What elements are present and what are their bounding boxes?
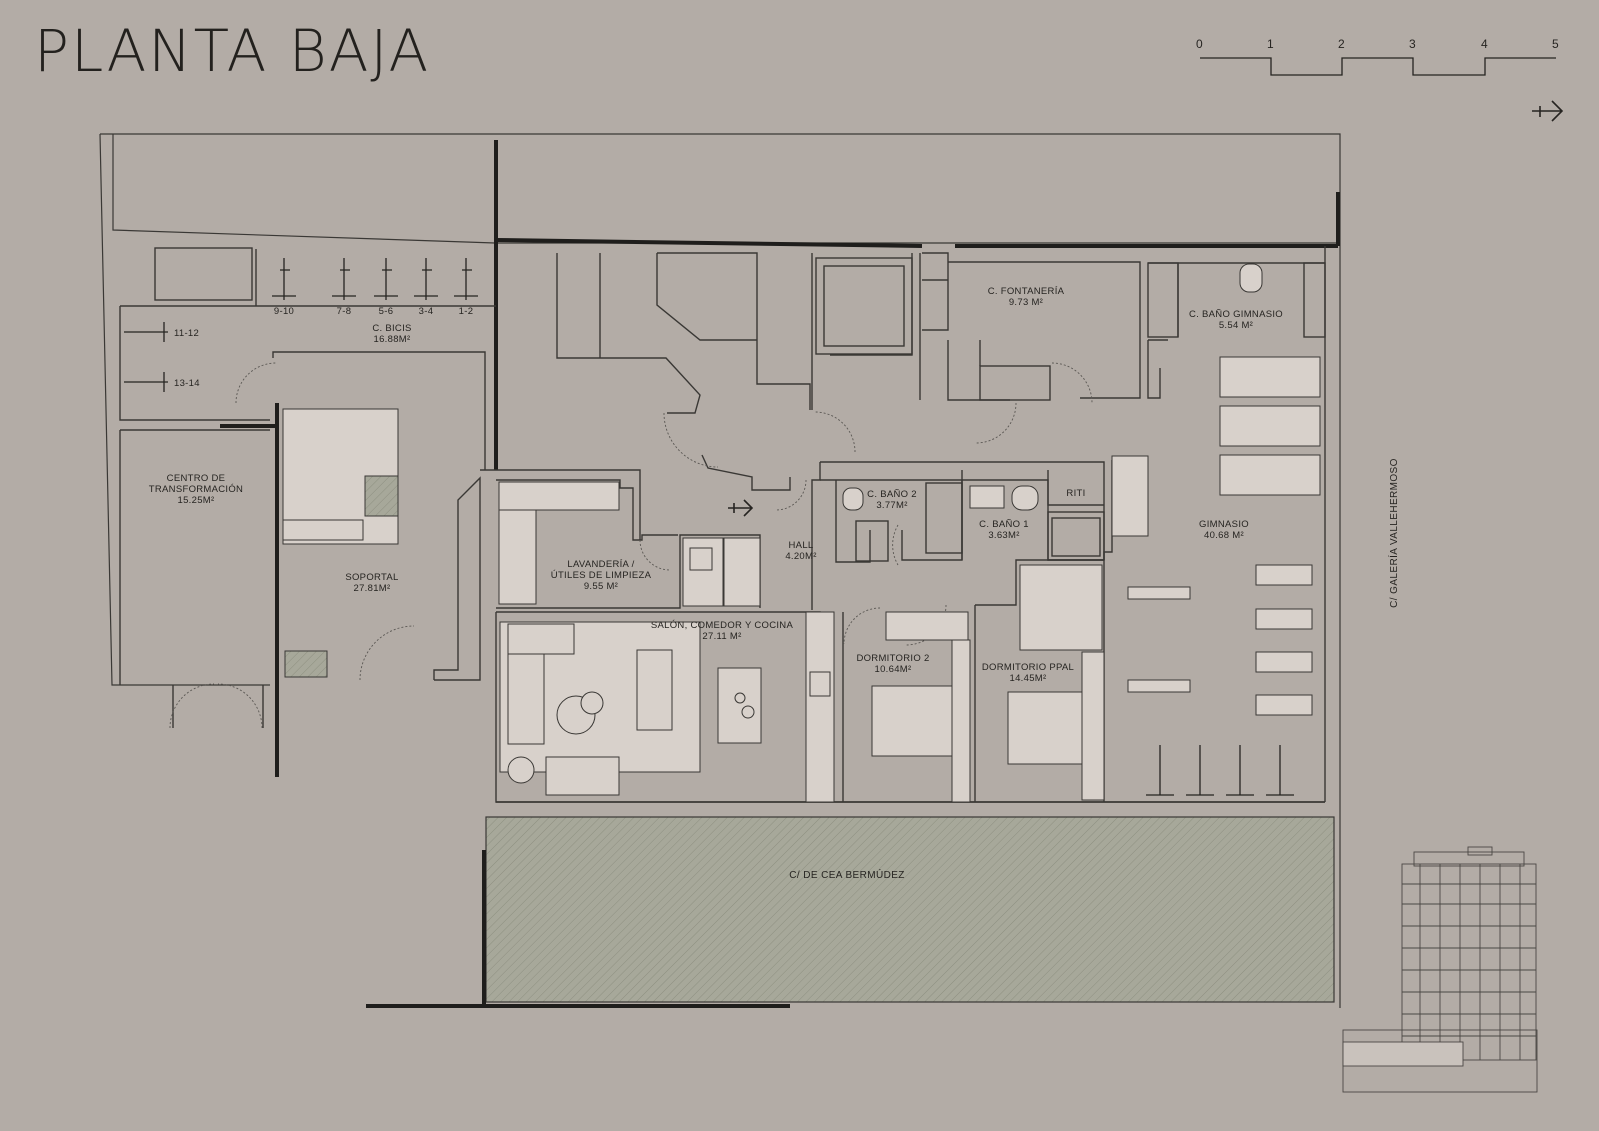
lavanderia-area: 9.55 M² [584, 581, 618, 592]
riti-name: RITI [1066, 488, 1085, 499]
fontaneria-name: C. FONTANERÍA [988, 286, 1065, 297]
structural-walls [220, 140, 1340, 1008]
bano-gimnasio-area: 5.54 M² [1219, 320, 1253, 331]
dormitorio2-area: 10.64M² [875, 664, 912, 675]
bano2-area: 3.77M² [876, 500, 907, 511]
dormitorio-ppal-name: DORMITORIO PPAL [982, 662, 1074, 673]
lavanderia-name-2: ÚTILES DE LIMPIEZA [551, 570, 652, 581]
room-labels: C. BICIS 16.88M² CENTRO DE TRANSFORMACIÓ… [149, 286, 1283, 684]
fontaneria-area: 9.73 M² [1009, 297, 1043, 308]
bano-gimnasio-name: C. BAÑO GIMNASIO [1189, 309, 1283, 320]
north-arrow-icon [1532, 100, 1564, 122]
bicis-room-name: C. BICIS [372, 323, 411, 334]
bike-spot-label: 13-14 [174, 378, 200, 389]
bike-spot-labels: 9-10 7-8 5-6 3-4 1-2 11-12 13-14 [174, 306, 473, 389]
bike-spot-label: 7-8 [337, 306, 352, 317]
side-street-label: C/ GALERÍA VALLEHERMOSO [1387, 458, 1400, 608]
dormitorio-ppal-area: 14.45M² [1010, 673, 1047, 684]
bike-spot-label: 9-10 [274, 306, 294, 317]
transformacion-name-2: TRANSFORMACIÓN [149, 484, 243, 495]
bike-racks [124, 258, 1294, 796]
scale-tick-1: 1 [1267, 37, 1274, 51]
soportal-area: 27.81M² [354, 583, 391, 594]
entry-arrow-icon [728, 499, 754, 517]
transformacion-area: 15.25M² [178, 495, 215, 506]
scale-ticks: 0 1 2 3 4 5 [1196, 37, 1559, 51]
page-title: PLANTA BAJA [34, 17, 431, 85]
elevation-thumbnail [1342, 846, 1538, 1093]
salon-area: 27.11 M² [702, 631, 741, 642]
scale-tick-4: 4 [1481, 37, 1488, 51]
scale-bar [1200, 57, 1556, 76]
scale-tick-3: 3 [1409, 37, 1416, 51]
gimnasio-name: GIMNASIO [1199, 519, 1249, 530]
bike-spot-label: 3-4 [419, 306, 434, 317]
hall-name: HALL [789, 540, 814, 551]
transformacion-name-1: CENTRO DE [167, 473, 226, 484]
bike-spot-label: 11-12 [174, 328, 199, 339]
scale-tick-2: 2 [1338, 37, 1345, 51]
bano1-name: C. BAÑO 1 [979, 519, 1029, 530]
bano1-area: 3.63M² [988, 530, 1019, 541]
soportal-name: SOPORTAL [345, 572, 398, 583]
interior-walls [119, 246, 1326, 803]
bike-spot-label: 5-6 [379, 306, 394, 317]
salon-name: SALÓN, COMEDOR Y COCINA [651, 620, 794, 631]
gimnasio-area: 40.68 M² [1204, 530, 1244, 541]
hall-area: 4.20M² [785, 551, 816, 562]
terrace-hatch [485, 816, 1335, 1003]
bicis-room-area: 16.88M² [374, 334, 411, 345]
front-street-label: C/ DE CEA BERMÚDEZ [789, 868, 905, 881]
scale-tick-5: 5 [1552, 37, 1559, 51]
door-swings [169, 362, 1093, 729]
dormitorio2-name: DORMITORIO 2 [856, 653, 929, 664]
furniture [282, 263, 1321, 803]
scale-tick-0: 0 [1196, 37, 1203, 51]
lavanderia-name-1: LAVANDERÍA / [567, 559, 634, 570]
bano2-name: C. BAÑO 2 [867, 489, 917, 500]
bike-spot-label: 1-2 [459, 306, 474, 317]
